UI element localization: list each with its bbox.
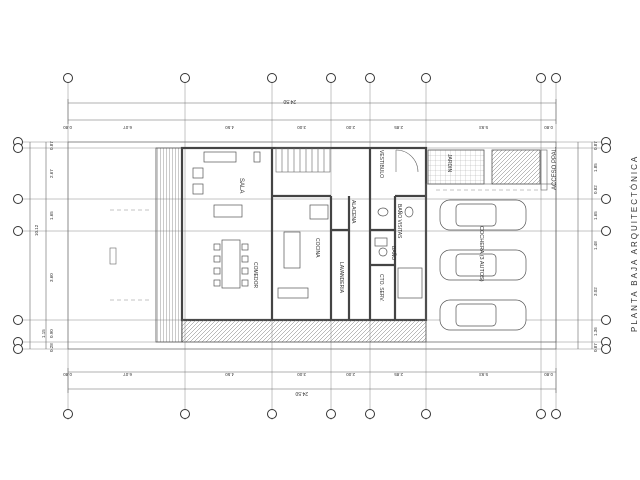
left-dim-segment: 1.65	[49, 211, 54, 220]
bottom-dim-segment: 0.80	[544, 372, 553, 377]
car-2	[439, 249, 527, 281]
top-dimension-lines	[67, 99, 557, 124]
living-room-furniture	[192, 151, 261, 218]
room-label-jardin: JARDIN	[446, 154, 452, 172]
entry-door	[395, 149, 419, 173]
top-dim-segment: 2.00	[346, 125, 355, 130]
garden-area	[109, 147, 183, 343]
bottom-dim-segment: 2.85	[394, 372, 403, 377]
left-dim-segment: 0.90	[49, 329, 54, 338]
room-label-bano: BAÑO	[390, 246, 397, 260]
drawing-title: PLANTA BAJA ARQUITECTÓNICA	[630, 155, 639, 332]
kitchen-island	[277, 204, 329, 299]
bottom-dimension-lines	[67, 368, 557, 393]
left-dim-segment: 0.87	[49, 141, 54, 150]
right-axis-bubbles	[601, 137, 611, 354]
right-dim-segment: 1.36	[593, 327, 598, 336]
room-label-cto-serv: CTO. SERV.	[378, 274, 384, 302]
room-label-sala: SALA	[238, 178, 244, 193]
right-dimension-lines	[577, 142, 593, 349]
garage-planters	[427, 149, 541, 191]
right-dim-segment: 3.02	[593, 287, 598, 296]
top-dim-segment: 6.07	[123, 125, 132, 130]
top-dim-segment: 2.85	[394, 125, 403, 130]
top-dim-segment: 0.80	[544, 125, 553, 130]
bottom-total-dimension: 24.50	[295, 390, 308, 396]
top-dim-segment: 3.00	[297, 125, 306, 130]
left-dim-segment: 3.60	[49, 273, 54, 282]
left-axis-bubbles	[13, 137, 23, 354]
bottom-dim-segment: 3.00	[297, 372, 306, 377]
bottom-dim-segment: 5.93	[479, 372, 488, 377]
left-dimension-lines	[29, 142, 47, 349]
room-label-acceso: ACCESO PPAL.	[552, 146, 558, 190]
right-dim-segment: 1.65	[593, 211, 598, 220]
left-dim-segment: 0.28	[49, 343, 54, 352]
left-total-dimension: 10.12	[34, 224, 39, 236]
bottom-dim-segment: 6.07	[123, 372, 132, 377]
room-label-comedor: COMEDOR	[252, 262, 258, 289]
room-label-lavanderia: LAVANDERIA	[338, 262, 344, 294]
interior-walls	[270, 148, 426, 320]
left-dim-segment: 1.15	[41, 329, 46, 338]
room-label-alacena: ALACENA	[350, 200, 356, 224]
car-1	[439, 199, 527, 231]
garage-outline	[425, 183, 557, 343]
top-dim-segment: 4.50	[225, 125, 234, 130]
room-label-vestibulo: VESTIBULO	[378, 150, 384, 178]
garage-cars	[439, 199, 527, 331]
right-dim-segment: 1.48	[593, 241, 598, 250]
stairs	[275, 147, 331, 173]
bottom-axis-bubbles	[63, 409, 561, 419]
right-dim-segment: 0.87	[593, 141, 598, 150]
dining-table	[213, 239, 249, 289]
garage-gate	[540, 149, 548, 191]
top-total-dimension: 24.50	[283, 98, 296, 104]
right-dim-segment: 1.85	[593, 163, 598, 172]
left-dim-segment: 2.67	[49, 169, 54, 178]
right-dim-segment: 0.87	[593, 343, 598, 352]
bottom-dim-segment: 4.50	[225, 372, 234, 377]
bottom-dim-segment: 2.00	[346, 372, 355, 377]
room-label-cocina: COCINA	[314, 238, 320, 258]
bathroom-fixtures	[374, 206, 423, 299]
right-dim-segment: 0.82	[593, 185, 598, 194]
bottom-dim-segment: 0.80	[63, 372, 72, 377]
room-label-cochera: COCHERA (3 AUTOS)	[478, 226, 484, 282]
top-dim-segment: 0.80	[63, 125, 72, 130]
top-axis-bubbles	[63, 73, 561, 83]
room-label-bano-visitas: BAÑO VISITAS	[396, 204, 403, 239]
car-3	[439, 299, 527, 331]
top-dim-segment: 5.93	[479, 125, 488, 130]
